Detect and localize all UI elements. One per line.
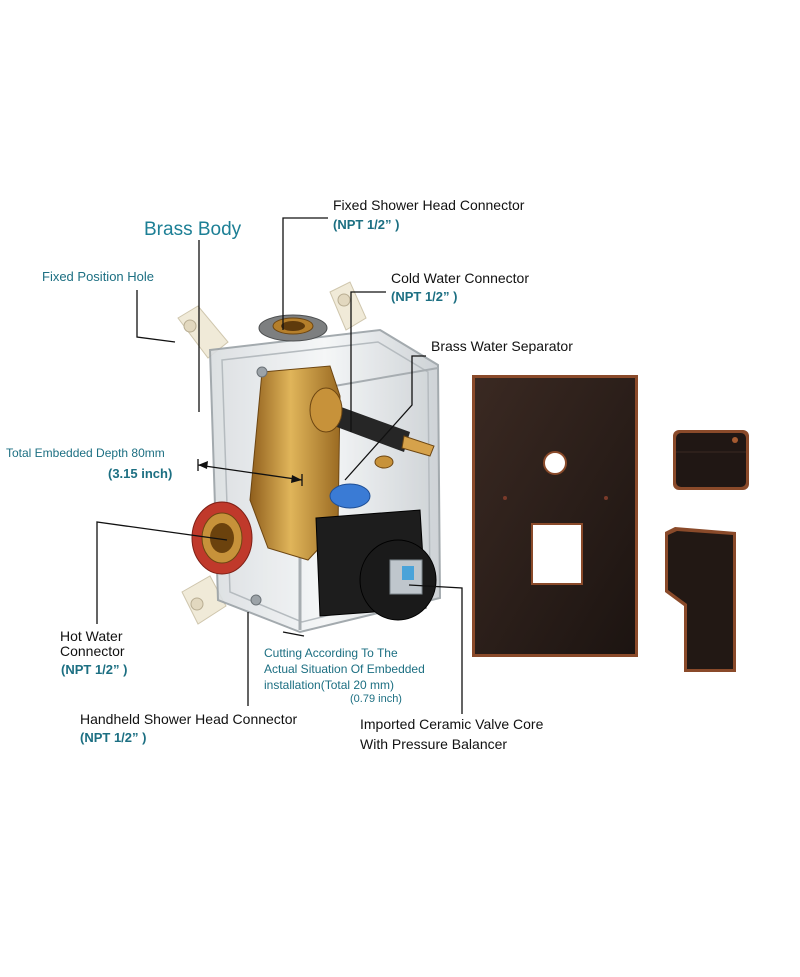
brass-separator-label: Brass Water Separator bbox=[431, 338, 573, 354]
hot-water-label-line1: Hot Water bbox=[60, 628, 123, 644]
cutting-line3: installation(Total 20 mm) bbox=[264, 678, 395, 692]
brass-body-label: Brass Body bbox=[144, 219, 242, 240]
handheld-label: Handheld Shower Head Connector bbox=[80, 711, 298, 727]
leader-fixed-shower-head bbox=[282, 217, 328, 330]
leader-brass-separator bbox=[344, 355, 426, 481]
leader-fixed-position-hole bbox=[136, 290, 176, 343]
rough-in-valve-body-icon bbox=[177, 281, 442, 634]
square-trim-plate-icon bbox=[472, 375, 638, 657]
fixed-shower-head-spec: (NPT 1/2” ) bbox=[333, 217, 400, 232]
leader-valve-core bbox=[408, 584, 463, 714]
embedded-depth-inch: (3.15 inch) bbox=[108, 466, 173, 481]
cold-water-label: Cold Water Connector bbox=[391, 270, 529, 286]
dimension-embedded-depth bbox=[197, 464, 303, 481]
hot-water-spec: (NPT 1/2” ) bbox=[61, 662, 128, 677]
cold-water-spec: (NPT 1/2” ) bbox=[391, 289, 458, 304]
valve-core-line2: With Pressure Balancer bbox=[360, 736, 508, 752]
fixed-position-hole-label: Fixed Position Hole bbox=[42, 269, 154, 284]
square-handle-front-icon bbox=[673, 430, 749, 490]
leader-cold-water bbox=[350, 291, 386, 432]
cutting-line1: Cutting According To The bbox=[264, 646, 398, 660]
dimension-cutting bbox=[282, 631, 305, 637]
embedded-depth-label: Total Embedded Depth 80mm bbox=[6, 446, 165, 460]
handheld-spec: (NPT 1/2” ) bbox=[80, 730, 147, 745]
valve-core-line1: Imported Ceramic Valve Core bbox=[360, 716, 544, 732]
cutting-line2: Actual Situation Of Embedded bbox=[264, 662, 425, 676]
fixed-shower-head-label: Fixed Shower Head Connector bbox=[333, 197, 525, 213]
dimension-arrows bbox=[198, 461, 302, 483]
hot-water-label-line2: Connector bbox=[60, 643, 125, 659]
leader-hot-water bbox=[96, 521, 228, 624]
cutting-line4: (0.79 inch) bbox=[350, 693, 402, 705]
square-handle-side-icon bbox=[665, 527, 736, 672]
